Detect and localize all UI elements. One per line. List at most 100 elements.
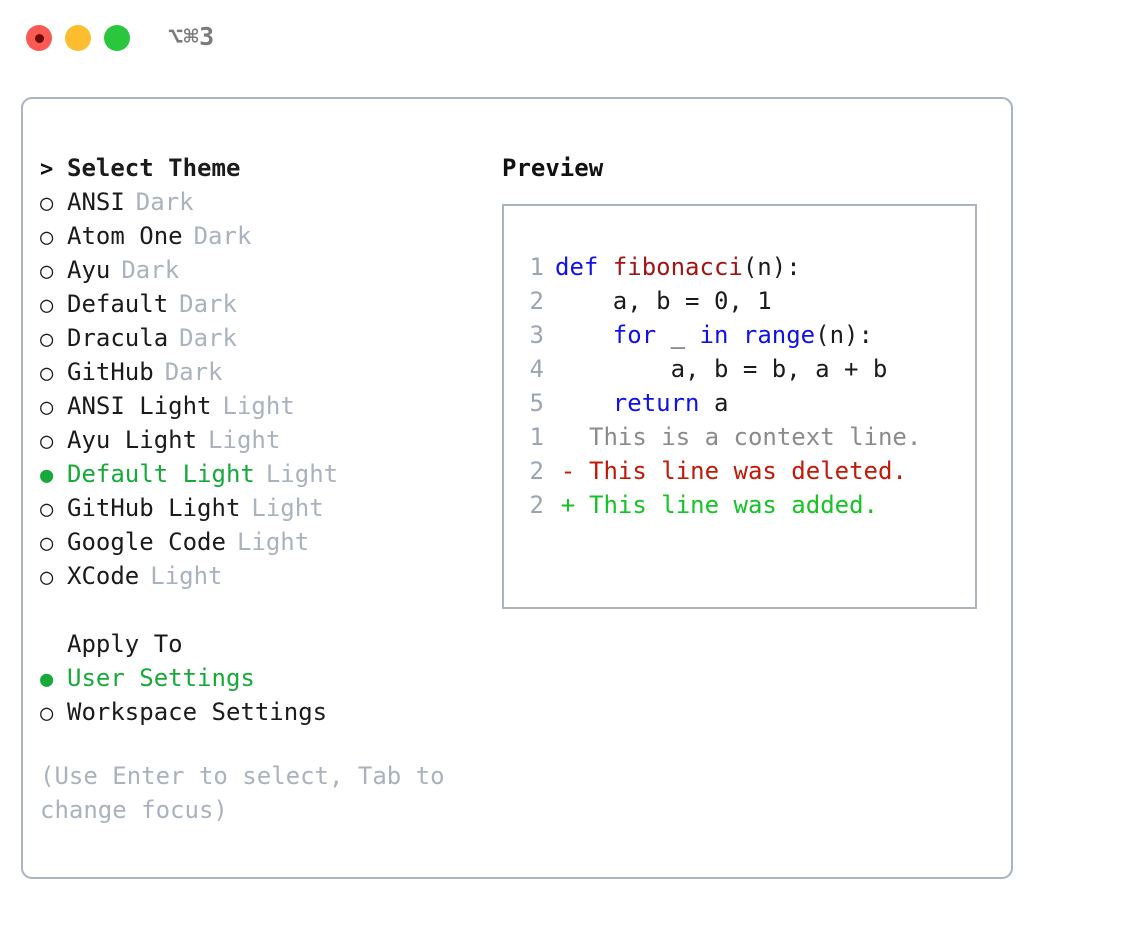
code-line-text: a, b = 0, 1 [544, 284, 772, 318]
radio-unselected-icon: ○ [40, 429, 54, 454]
code-token: for [612, 321, 657, 349]
code-line-number: 2 [529, 287, 544, 315]
code-line: 5 return a [518, 386, 887, 420]
apply-to-option-label: User Settings [67, 664, 255, 692]
preview-title: Preview [502, 154, 604, 182]
radio-unselected-icon: ○ [40, 531, 54, 556]
diff-line-number: 2 [529, 457, 544, 485]
code-line-number: 4 [529, 355, 544, 383]
theme-option-variant: Dark [179, 290, 237, 318]
radio-unselected-icon: ○ [40, 395, 54, 420]
zoom-window-icon[interactable] [104, 25, 130, 51]
list-spacer [40, 593, 490, 627]
radio-unselected-icon: ○ [40, 565, 54, 590]
theme-option-variant: Light [236, 528, 310, 556]
diff-line-del: 2-This line was deleted. [518, 454, 921, 488]
radio-unselected-icon: ○ [40, 225, 54, 250]
radio-unselected-icon: ○ [40, 327, 54, 352]
code-token: a [699, 389, 729, 417]
theme-option-github-light[interactable]: ○ GitHub Light Light [40, 491, 490, 525]
keyboard-shortcut-label: ⌥⌘3 [168, 22, 215, 51]
minimize-window-icon[interactable] [65, 25, 91, 51]
radio-unselected-icon: ○ [40, 701, 54, 726]
diff-marker-icon: + [560, 491, 576, 519]
apply-to-option-label: Workspace Settings [67, 698, 328, 726]
theme-option-variant: Light [222, 392, 295, 420]
prompt-caret-icon: > [40, 157, 54, 182]
code-line-number: 5 [529, 389, 544, 417]
theme-option-label: ANSI Light [67, 392, 212, 420]
code-token: range [742, 321, 816, 349]
theme-option-xcode[interactable]: ○ XCode Light [40, 559, 490, 593]
radio-selected-icon: ● [40, 667, 54, 692]
code-line-text: for _ in range(n): [544, 318, 873, 352]
theme-option-default[interactable]: ○ Default Dark [40, 287, 490, 321]
radio-unselected-icon: ○ [40, 497, 54, 522]
theme-option-variant: Dark [135, 188, 194, 216]
radio-unselected-icon: ○ [40, 293, 54, 318]
diff-line-context: 1 This is a context line. [518, 420, 922, 454]
radio-unselected-icon: ○ [40, 259, 54, 284]
theme-option-variant: Dark [164, 358, 223, 386]
code-token [555, 389, 613, 417]
theme-option-label: Default Light [67, 460, 255, 488]
theme-option-ayu[interactable]: ○ Ayu Dark [40, 253, 490, 287]
theme-option-ansi-light[interactable]: ○ ANSI Light Light [40, 389, 490, 423]
code-token: fibonacci [612, 253, 743, 281]
diff-marker-icon [544, 420, 581, 454]
theme-option-label: Ayu [67, 256, 111, 284]
code-token: return [612, 389, 700, 417]
diff-sample: 1 This is a context line.2-This line was… [518, 420, 922, 522]
code-line: 2 a, b = 0, 1 [518, 284, 887, 318]
code-token [728, 321, 742, 349]
code-line-number: 3 [529, 321, 544, 349]
code-token: in [699, 321, 729, 349]
select-theme-header: > Select Theme [40, 151, 490, 185]
diff-marker-icon: - [560, 457, 576, 485]
radio-unselected-icon: ○ [40, 191, 54, 216]
code-line-text: a, b = b, a + b [544, 352, 888, 386]
theme-option-variant: Light [150, 562, 223, 590]
theme-option-label: Default [67, 290, 169, 318]
theme-option-variant: Light [265, 460, 339, 488]
title-bar: ⌥⌘3 [0, 0, 1140, 78]
theme-option-label: Dracula [67, 324, 169, 352]
code-token [555, 321, 613, 349]
code-token: a, b = b, a + b [555, 355, 888, 383]
keyboard-hint-text: (Use Enter to select, Tab to change focu… [40, 762, 460, 824]
diff-line-text: This is a context line. [589, 423, 922, 451]
traffic-lights [26, 25, 130, 51]
radio-selected-icon: ● [40, 463, 54, 488]
apply-to-option-list: ● User Settings ○ Workspace Settings [40, 661, 490, 729]
code-line-number: 1 [529, 253, 544, 281]
diff-line-text: This line was added. [589, 491, 878, 519]
diff-line-number: 2 [529, 491, 544, 519]
close-window-icon[interactable] [26, 25, 52, 51]
theme-option-label: GitHub Light [67, 494, 241, 522]
theme-option-variant: Dark [121, 256, 180, 284]
select-theme-header-label: Select Theme [67, 154, 241, 182]
theme-option-variant: Dark [193, 222, 252, 250]
apply-to-option-user-settings[interactable]: ● User Settings [40, 661, 490, 695]
code-token: def [555, 253, 599, 281]
theme-option-default-light[interactable]: ● Default Light Light [40, 457, 490, 491]
code-token [598, 253, 612, 281]
theme-option-atom-one[interactable]: ○ Atom One Dark [40, 219, 490, 253]
theme-option-label: GitHub [67, 358, 154, 386]
apply-to-option-workspace-settings[interactable]: ○ Workspace Settings [40, 695, 490, 729]
theme-option-variant: Light [251, 494, 324, 522]
theme-option-label: Atom One [67, 222, 183, 250]
diff-line-add: 2 + This line was added. [518, 488, 921, 522]
theme-option-label: XCode [67, 562, 140, 590]
